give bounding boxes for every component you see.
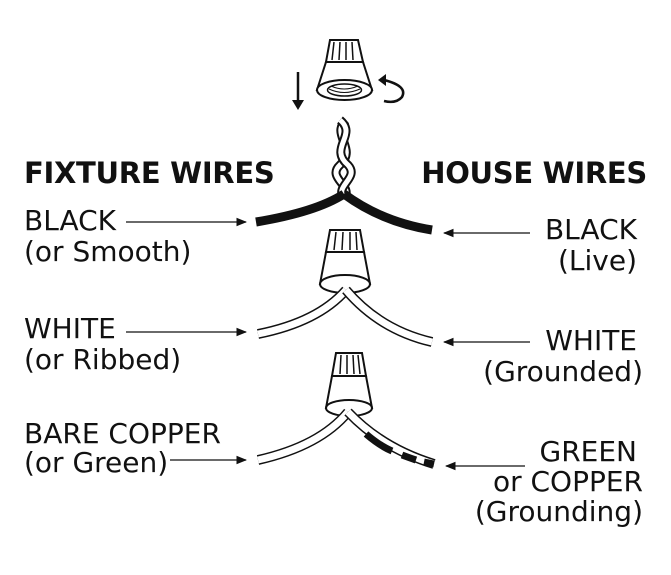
house-white-sublabel: (Grounded): [483, 355, 643, 388]
fixture-white-label: WHITE: [24, 312, 116, 345]
house-black-sublabel: (Live): [557, 244, 637, 277]
ground-wire-pair: [256, 408, 436, 469]
fixture-copper-sublabel: (or Green): [24, 446, 169, 479]
house-green-label: GREEN: [539, 435, 637, 468]
twisted-wires: [331, 116, 356, 201]
house-green-sublabel: or COPPER: [492, 465, 643, 498]
house-wires-header: HOUSE WIRES: [421, 156, 647, 190]
house-black-label: BLACK: [544, 213, 637, 246]
fixture-black-label: BLACK: [24, 204, 117, 237]
black-wire-pair: [255, 190, 433, 235]
fixture-copper-label: BARE COPPER: [24, 417, 221, 450]
house-grounding-sublabel: (Grounding): [474, 495, 643, 528]
white-wire-pair: [257, 286, 434, 347]
wire-nut-top: [315, 39, 374, 101]
fixture-wires-header: FIXTURE WIRES: [24, 156, 275, 190]
rotate-clockwise-icon: [378, 74, 405, 104]
fixture-white-sublabel: (or Ribbed): [24, 343, 182, 376]
arrow-down-icon: [292, 72, 304, 110]
fixture-black-sublabel: (or Smooth): [24, 235, 192, 268]
wire-nut-white: [318, 229, 372, 294]
house-white-label: WHITE: [545, 324, 637, 357]
wire-nut-ground: [324, 352, 374, 417]
